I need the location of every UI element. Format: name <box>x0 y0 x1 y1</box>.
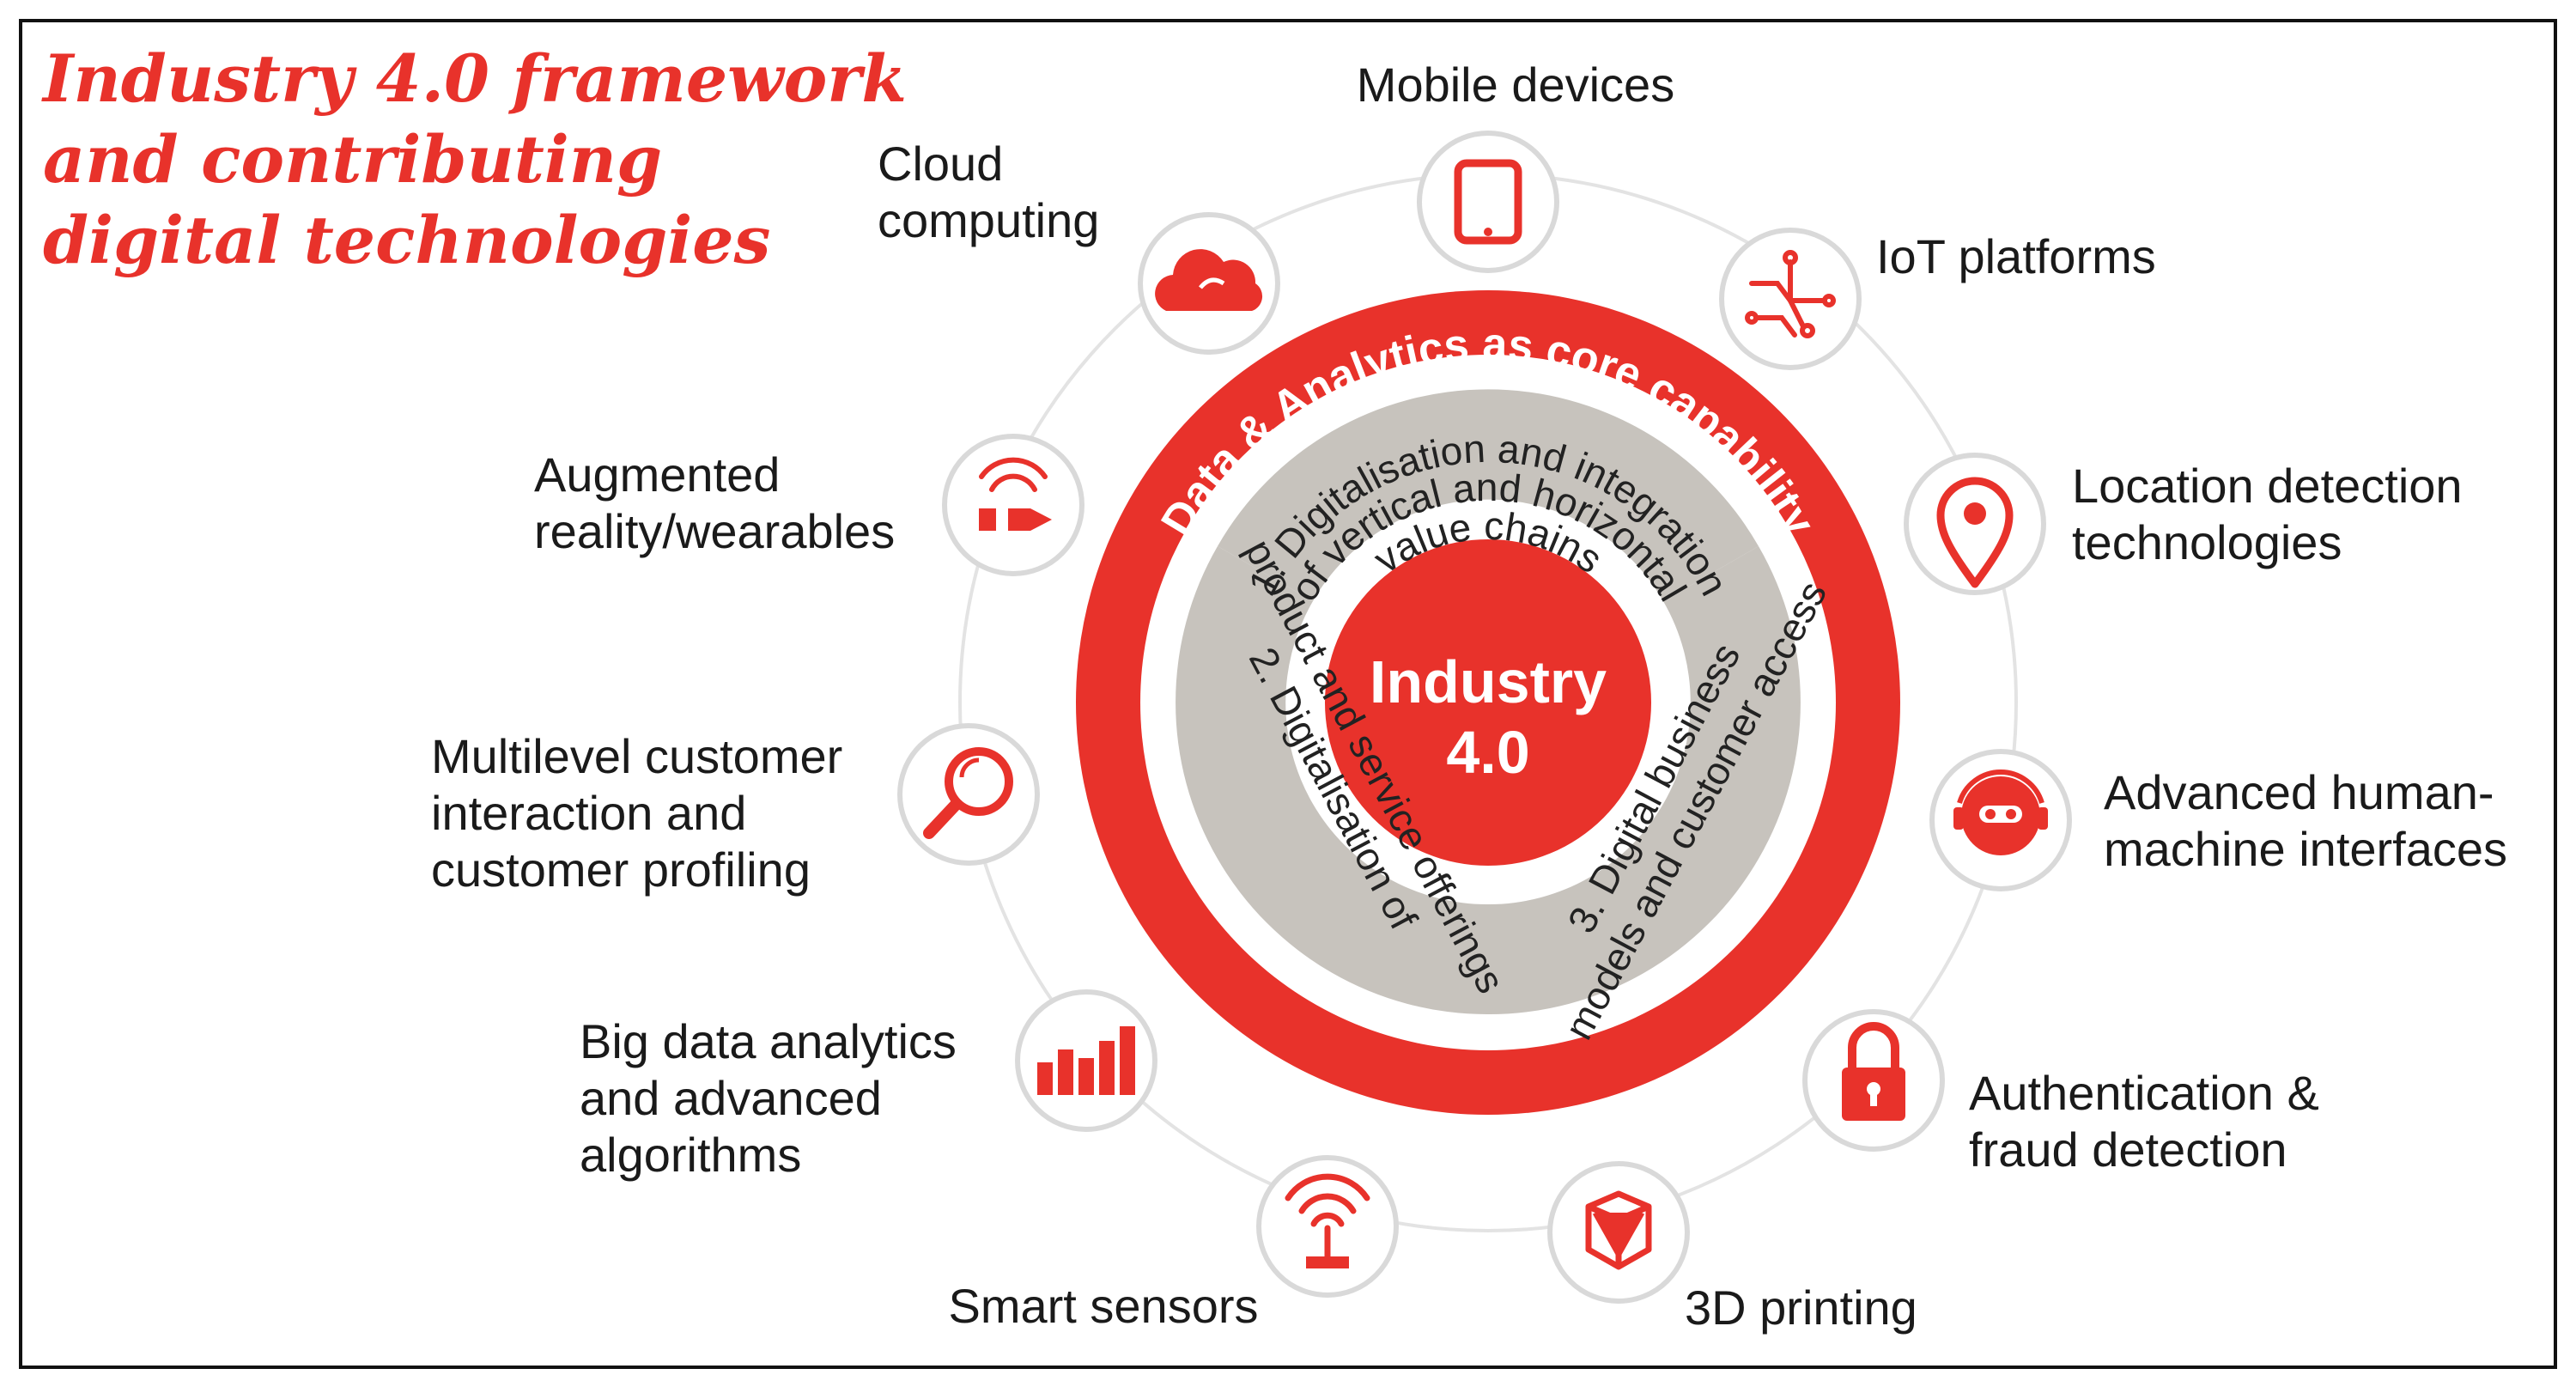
cloud-icon <box>1155 249 1263 311</box>
title-line-2: and contributing <box>43 121 663 198</box>
label-human-machine-interfaces: Advanced human- machine interfaces <box>2104 765 2507 876</box>
label-hmi-line2: machine interfaces <box>2104 822 2507 876</box>
label-big-data-line2: and advanced <box>580 1071 882 1125</box>
segment-business-models <box>1488 546 1801 1015</box>
tech-node-mobile-devices: Mobile devices <box>1357 58 1674 273</box>
tech-node-human-machine-interfaces: Advanced human- machine interfaces <box>1929 749 2507 891</box>
label-3d-printing: 3D printing <box>1685 1280 1917 1335</box>
label-location-detection: Location detection technologies <box>2072 459 2476 569</box>
label-location-detection-line2: technologies <box>2072 515 2342 569</box>
tech-node-location-detection: Location detection technologies <box>1904 453 2476 595</box>
label-3d-printing-line1: 3D printing <box>1685 1280 1917 1335</box>
label-hmi-line1: Advanced human- <box>2104 765 2494 819</box>
wearable-icon <box>979 457 1052 531</box>
circuit-icon <box>1745 250 1836 338</box>
label-cloud-computing: Cloud computing <box>878 137 1099 247</box>
label-authentication: Authentication & fraud detection <box>1969 1066 2332 1177</box>
tech-node-customer-profiling: Multilevel customer interaction and cust… <box>431 723 1040 897</box>
label-mobile-devices: Mobile devices <box>1357 58 1674 112</box>
segment-product-service <box>1176 546 1488 1015</box>
label-big-data: Big data analytics and advanced algorith… <box>580 1014 969 1182</box>
label-mobile-devices-line1: Mobile devices <box>1357 58 1674 112</box>
title-line-1: Industry 4.0 framework <box>43 40 907 117</box>
label-customer-profiling-line3: customer profiling <box>431 842 811 897</box>
center-label-line2: 4.0 <box>1446 719 1529 786</box>
padlock-icon <box>1842 1022 1905 1121</box>
center-label-line1: Industry <box>1370 648 1607 715</box>
label-smart-sensors-line1: Smart sensors <box>949 1279 1259 1333</box>
label-smart-sensors: Smart sensors <box>949 1279 1259 1333</box>
label-cloud-computing-line1: Cloud <box>878 137 1003 191</box>
tech-node-3d-printing: 3D printing <box>1547 1161 1917 1335</box>
label-augmented-reality-line1: Augmented <box>534 447 780 502</box>
diagram-title: Industry 4.0 framework and contributing … <box>43 39 907 281</box>
tech-node-cloud-computing: Cloud computing <box>878 137 1280 355</box>
label-iot-platforms: IoT platforms <box>1876 229 2156 283</box>
label-customer-profiling-line1: Multilevel customer <box>431 729 842 783</box>
label-big-data-line3: algorithms <box>580 1128 801 1182</box>
label-iot-platforms-line1: IoT platforms <box>1876 229 2156 283</box>
industry-core-circle <box>1325 539 1651 866</box>
label-authentication-line2: fraud detection <box>1969 1122 2287 1177</box>
tech-node-big-data: Big data analytics and advanced algorith… <box>580 989 1157 1182</box>
label-customer-profiling: Multilevel customer interaction and cust… <box>431 729 856 897</box>
bar-chart-icon <box>1037 1026 1135 1095</box>
location-pin-icon <box>1936 477 2014 588</box>
tablet-icon <box>1454 159 1522 245</box>
label-augmented-reality-line2: reality/wearables <box>534 504 895 558</box>
label-customer-profiling-line2: interaction and <box>431 786 746 840</box>
label-cloud-computing-line2: computing <box>878 193 1099 247</box>
tech-node-smart-sensors: Smart sensors <box>949 1155 1399 1333</box>
robot-icon <box>1953 769 2048 855</box>
antenna-icon <box>1285 1173 1370 1268</box>
label-authentication-line1: Authentication & <box>1969 1066 2319 1120</box>
label-location-detection-line1: Location detection <box>2072 459 2463 513</box>
tech-node-authentication: Authentication & fraud detection <box>1802 1009 2332 1177</box>
segment-value-chains <box>1218 389 1759 601</box>
tech-node-augmented-reality: Augmented reality/wearables <box>534 434 1084 576</box>
label-big-data-line1: Big data analytics <box>580 1014 957 1068</box>
title-line-3: digital technologies <box>43 202 771 278</box>
cube-3d-icon <box>1585 1190 1652 1270</box>
magnifier-icon <box>923 747 1013 839</box>
label-augmented-reality: Augmented reality/wearables <box>534 447 895 558</box>
tech-node-iot-platforms: IoT platforms <box>1719 228 2156 370</box>
